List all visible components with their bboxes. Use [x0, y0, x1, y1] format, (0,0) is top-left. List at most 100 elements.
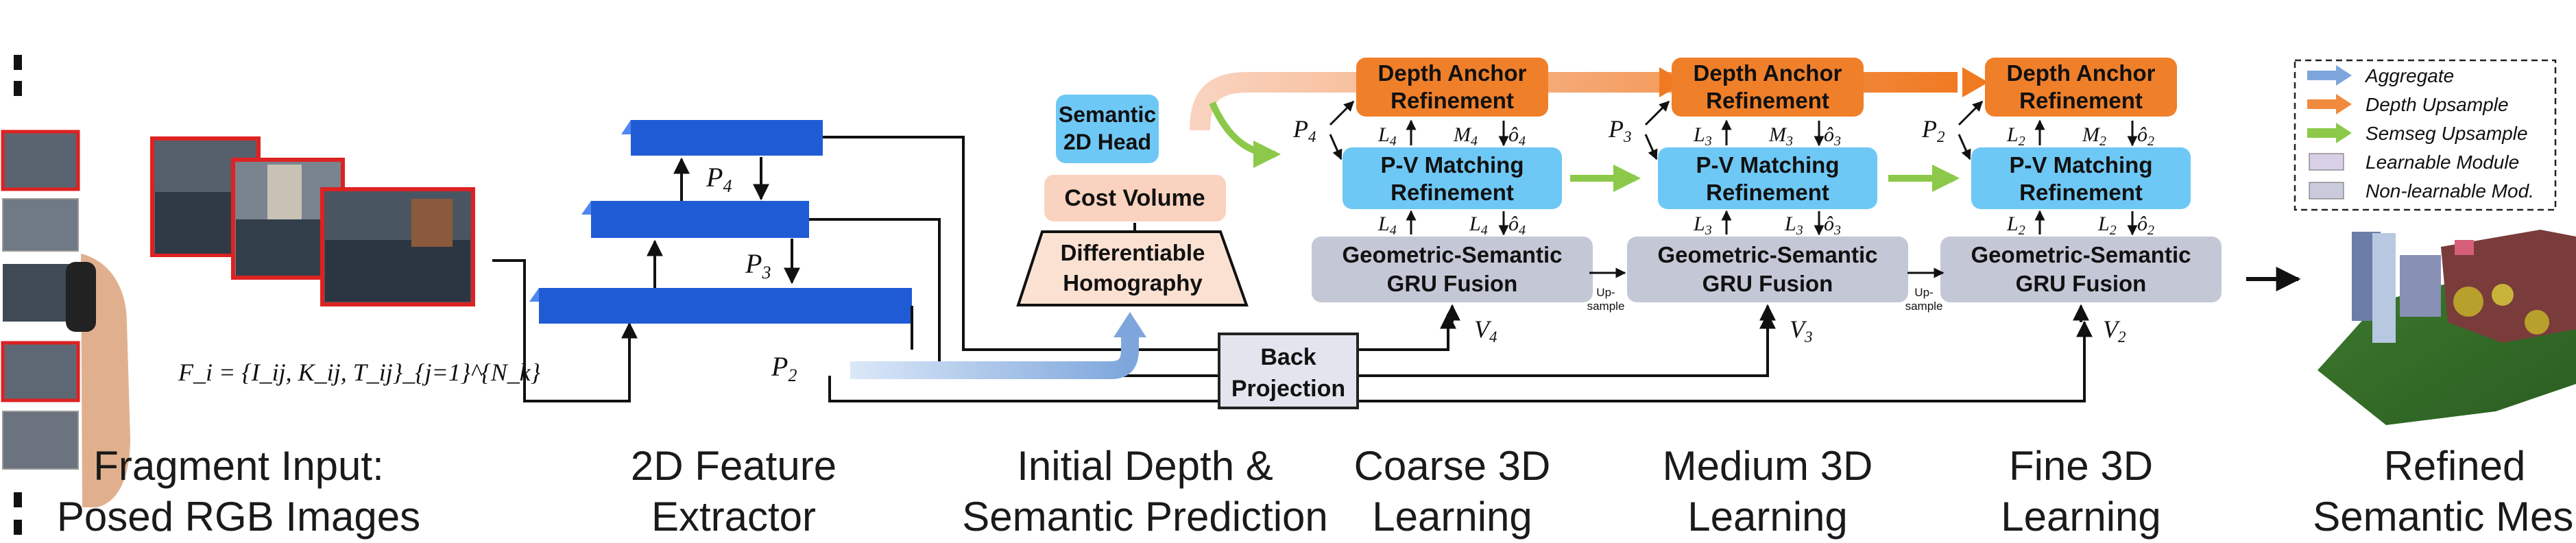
- stage-fragment-l2: Posed RGB Images: [57, 494, 420, 540]
- svg-text:Refinement: Refinement: [1391, 180, 1514, 205]
- svg-text:V4: V4: [1474, 315, 1497, 346]
- svg-text:Up-: Up-: [1914, 286, 1933, 299]
- svg-text:L2: L2: [2097, 213, 2117, 238]
- aggregate-arrowhead: [1114, 312, 1146, 337]
- stage-fine-l2: Learning: [2001, 494, 2161, 540]
- svg-text:L2: L2: [2006, 213, 2025, 238]
- stage-medium-l1: Medium 3D: [1663, 443, 1873, 489]
- level-arrows: [1329, 100, 1509, 236]
- back-projection-box: Back Projection: [1218, 333, 1359, 409]
- svg-text:L4: L4: [1377, 123, 1397, 149]
- svg-text:P-V Matching: P-V Matching: [1696, 152, 1839, 178]
- stage-refined-l2: Semantic Mesh: [2313, 494, 2576, 540]
- svg-text:ô2: ô2: [2137, 213, 2154, 238]
- svg-text:Geometric-Semantic: Geometric-Semantic: [1658, 242, 1878, 267]
- svg-text:L3: L3: [1693, 123, 1712, 149]
- depth-upsample-arrowhead-2: [1962, 67, 1988, 97]
- svg-text:Refinement: Refinement: [2019, 88, 2143, 113]
- svg-text:L4: L4: [1469, 213, 1488, 238]
- svg-text:2D Head: 2D Head: [1063, 130, 1151, 154]
- feature-level-p2: [529, 288, 912, 324]
- fragment-to-extractor-line: [492, 259, 638, 402]
- svg-text:P2: P2: [1921, 115, 1945, 145]
- differentiable-homography-box: Differentiable Homography: [1016, 230, 1249, 306]
- stage-initial-l2: Semantic Prediction: [962, 494, 1328, 540]
- svg-text:ô3: ô3: [1824, 123, 1841, 149]
- hand-phone-icon: [66, 254, 130, 507]
- formula: F_i = {I_ij, K_ij, T_ij}_{j=1}^{N_k}: [178, 359, 541, 386]
- legend-item: Aggregate: [2307, 65, 2454, 86]
- svg-text:ô4: ô4: [1508, 213, 1526, 238]
- legend-item: Semseg Upsample: [2307, 123, 2528, 144]
- feature-level-p3: [581, 201, 809, 238]
- stage-refined-l1: Refined: [2384, 443, 2526, 489]
- svg-text:Differentiable: Differentiable: [1061, 240, 1205, 265]
- svg-text:P4: P4: [1292, 115, 1316, 145]
- stage-coarse-l2: Learning: [1372, 494, 1532, 540]
- svg-text:P-V Matching: P-V Matching: [1380, 152, 1524, 178]
- svg-text:Homography: Homography: [1063, 270, 1203, 295]
- cost-volume-box: Cost Volume: [1044, 175, 1226, 221]
- svg-text:Depth Anchor: Depth Anchor: [1694, 60, 1842, 86]
- feature-label-p2: P2: [771, 351, 797, 385]
- svg-text:Depth Upsample: Depth Upsample: [2366, 94, 2509, 115]
- svg-text:Aggregate: Aggregate: [2364, 65, 2454, 86]
- gru-upsample-2: Up-sample: [1905, 267, 1945, 313]
- semantic-2d-head-box: Semantic 2D Head: [1056, 95, 1159, 163]
- feature-pyramid: [529, 120, 912, 324]
- svg-text:L2: L2: [2006, 123, 2025, 149]
- legend-item: Depth Upsample: [2307, 94, 2509, 115]
- stage-coarse-l1: Coarse 3D: [1354, 443, 1551, 489]
- svg-text:V3: V3: [1790, 315, 1813, 346]
- svg-text:GRU Fusion: GRU Fusion: [1387, 271, 1518, 296]
- aggregate-arrow: [850, 336, 1139, 379]
- svg-text:ô3: ô3: [1824, 213, 1841, 238]
- feature-label-p4: P4: [706, 162, 732, 196]
- svg-text:Refinement: Refinement: [2019, 180, 2143, 205]
- svg-text:Refinement: Refinement: [1706, 180, 1829, 205]
- svg-text:Semseg Upsample: Semseg Upsample: [2366, 123, 2528, 144]
- svg-text:L3: L3: [1784, 213, 1803, 238]
- svg-text:M3: M3: [1768, 123, 1793, 149]
- level-arrows: [1644, 100, 1825, 236]
- svg-text:Non-learnable Mod.: Non-learnable Mod.: [2366, 180, 2534, 202]
- stage-extractor-l2: Extractor: [651, 494, 816, 540]
- svg-text:GRU Fusion: GRU Fusion: [1702, 271, 1833, 296]
- stage-labels: Fragment Input: Posed RGB Images 2D Feat…: [57, 443, 2576, 540]
- svg-text:Back: Back: [1260, 344, 1316, 370]
- svg-text:sample: sample: [1587, 300, 1625, 313]
- svg-text:Refinement: Refinement: [1706, 88, 1829, 113]
- svg-text:Refinement: Refinement: [1391, 88, 1514, 113]
- svg-text:Depth Anchor: Depth Anchor: [1378, 60, 1527, 86]
- fragment-photos: [150, 136, 475, 306]
- svg-text:Depth Anchor: Depth Anchor: [2007, 60, 2156, 86]
- depth-upsample-arrow: [1190, 72, 1958, 131]
- svg-text:Geometric-Semantic: Geometric-Semantic: [1343, 242, 1563, 267]
- gru-upsample-1: Up-sample: [1587, 267, 1626, 313]
- stage-medium-l2: Learning: [1687, 494, 1848, 540]
- feature-label-p3: P3: [745, 248, 771, 282]
- svg-text:M2: M2: [2082, 123, 2106, 149]
- svg-text:Up-: Up-: [1596, 286, 1615, 299]
- svg-text:P-V Matching: P-V Matching: [2009, 152, 2152, 178]
- refined-mesh-image: [2318, 230, 2576, 425]
- legend-item: Learnable Module: [2309, 152, 2519, 173]
- svg-text:ô4: ô4: [1508, 123, 1526, 149]
- stage-fine-l1: Fine 3D: [2009, 443, 2153, 489]
- stage-extractor-l1: 2D Feature: [631, 443, 836, 489]
- legend-item: Non-learnable Mod.: [2309, 180, 2534, 202]
- svg-text:L3: L3: [1693, 213, 1712, 238]
